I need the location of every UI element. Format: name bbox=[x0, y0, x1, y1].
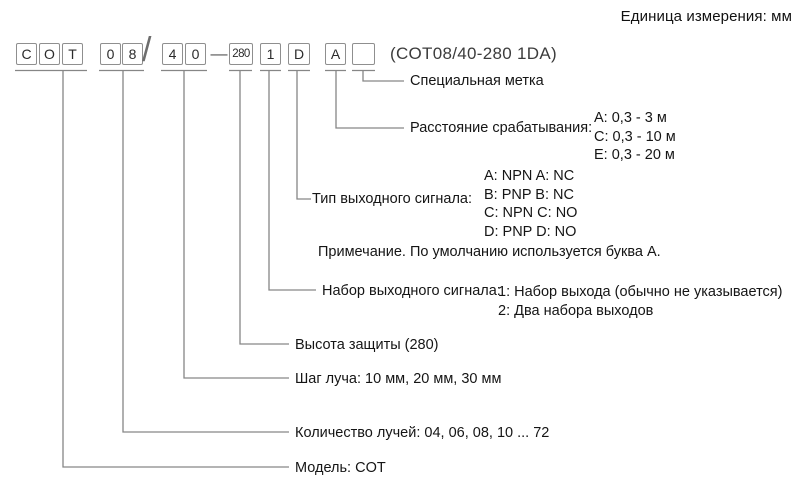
label-beam-count: Количество лучей: 04, 06, 08, 10 ... 72 bbox=[295, 425, 550, 441]
options-output-type: A: NPN A: NC B: PNP B: NC C: NPN C: NO D… bbox=[484, 167, 577, 241]
code-example: (COT08/40-280 1DA) bbox=[390, 44, 557, 63]
unit-note: Единица измерения: мм bbox=[620, 8, 792, 25]
code-box-model-1: C bbox=[16, 43, 37, 65]
option-set-2: 2: Два набора выходов bbox=[498, 303, 654, 319]
label-special-mark: Специальная метка bbox=[410, 73, 544, 89]
options-distance: A: 0,3 - 3 м C: 0,3 - 10 м E: 0,3 - 20 м bbox=[594, 109, 676, 165]
label-output-type: Тип выходного сигнала: bbox=[312, 191, 473, 207]
code-box-step-2: 0 bbox=[185, 43, 206, 65]
connector-height bbox=[239, 70, 289, 345]
slash-separator: / bbox=[142, 31, 152, 69]
options-output-set: 1: Набор выхода (обычно не указывается) … bbox=[498, 283, 783, 321]
code-box-model-2: O bbox=[39, 43, 60, 65]
label-model: Модель: COT bbox=[295, 460, 386, 476]
code-box-beams-2: 8 bbox=[122, 43, 143, 65]
code-box-step-1: 4 bbox=[162, 43, 183, 65]
code-box-output-type: D bbox=[288, 43, 310, 65]
option-type-a: A: NPN A: NC bbox=[484, 168, 575, 184]
code-box-output-set: 1 bbox=[260, 43, 281, 65]
connector-output-set bbox=[268, 70, 316, 291]
label-beam-step: Шаг луча: 10 мм, 20 мм, 30 мм bbox=[295, 371, 502, 387]
connector-output-type bbox=[296, 70, 311, 200]
option-distance-c: C: 0,3 - 10 м bbox=[594, 128, 676, 145]
code-box-beams-1: 0 bbox=[100, 43, 121, 65]
option-distance-e: E: 0,3 - 20 м bbox=[594, 147, 675, 163]
connector-beam-count bbox=[122, 70, 289, 433]
connector-distance bbox=[335, 70, 404, 129]
option-type-c: C: NPN C: NO bbox=[484, 205, 578, 221]
label-protection-height: Высота защиты (280) bbox=[295, 337, 439, 353]
label-note: Примечание. По умолчанию используется бу… bbox=[318, 244, 661, 260]
code-box-height: 280 bbox=[229, 43, 253, 65]
connector-beam-step bbox=[183, 70, 289, 379]
code-box-model-3: T bbox=[62, 43, 83, 65]
label-distance: Расстояние срабатывания: bbox=[410, 120, 593, 136]
option-type-d: D: PNP D: NO bbox=[484, 223, 577, 240]
dash-separator: — bbox=[210, 44, 228, 63]
option-distance-a: A: 0,3 - 3 м bbox=[594, 110, 667, 126]
connector-model bbox=[62, 70, 289, 468]
code-box-special-mark bbox=[352, 43, 375, 65]
connector-special-mark bbox=[362, 70, 404, 82]
code-box-distance: A bbox=[325, 43, 346, 65]
label-output-set: Набор выходного сигнала: bbox=[322, 283, 501, 299]
option-set-1: 1: Набор выхода (обычно не указывается) bbox=[498, 284, 783, 300]
option-type-b: B: PNP B: NC bbox=[484, 186, 574, 203]
